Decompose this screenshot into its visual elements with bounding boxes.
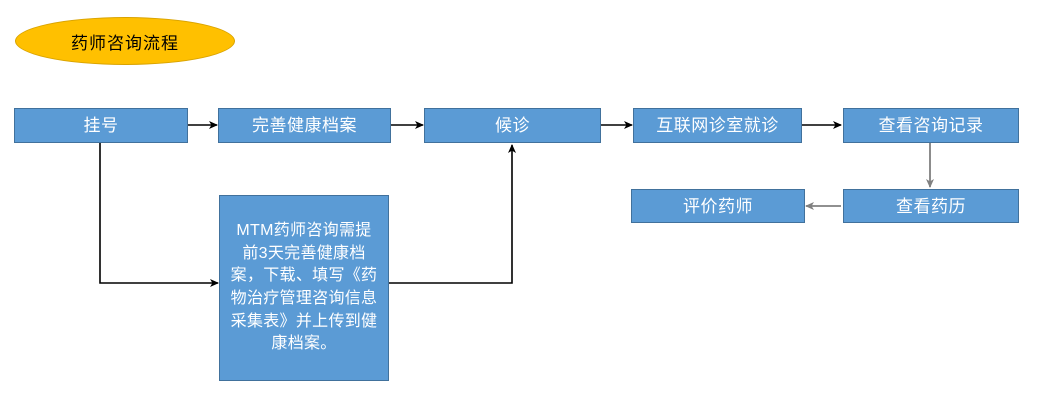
node-chakan-yaoli[interactable]: 查看药历: [843, 189, 1019, 223]
node-chakan-yaoli-label: 查看药历: [896, 196, 966, 216]
node-hulianwang-zhenshi-jiuzhen-label: 互联网诊室就诊: [656, 116, 779, 135]
node-wanshan-jiankang-dangan[interactable]: 完善健康档案: [218, 108, 391, 143]
node-hulianwang-zhenshi-jiuzhen[interactable]: 互联网诊室就诊: [633, 108, 802, 143]
node-houzhen-label: 候诊: [495, 116, 530, 135]
node-guahao-label: 挂号: [83, 116, 119, 135]
edge-guahao-to-note: [99, 143, 219, 287]
diagram-title-label: 药师咨询流程: [71, 33, 179, 53]
node-houzhen[interactable]: 候诊: [424, 108, 601, 143]
node-chakan-zixun-jilu-label: 查看咨询记录: [878, 116, 984, 135]
diagram-title-shape: 药师咨询流程: [15, 17, 235, 65]
node-chakan-zixun-jilu[interactable]: 查看咨询记录: [843, 108, 1019, 143]
edge-note-to-houzhen: [389, 144, 516, 284]
note-mtm-requirements-label: MTM药师咨询需提前3天完善健康档案，下载、填写《药物治疗管理咨询信息采集表》并…: [230, 221, 378, 353]
node-pingjia-yaoshi-label: 评价药师: [683, 196, 753, 216]
node-pingjia-yaoshi[interactable]: 评价药师: [631, 189, 805, 223]
node-guahao[interactable]: 挂号: [14, 108, 188, 143]
node-wanshan-jiankang-dangan-label: 完善健康档案: [252, 116, 357, 135]
note-mtm-requirements[interactable]: MTM药师咨询需提前3天完善健康档案，下载、填写《药物治疗管理咨询信息采集表》并…: [219, 195, 389, 381]
